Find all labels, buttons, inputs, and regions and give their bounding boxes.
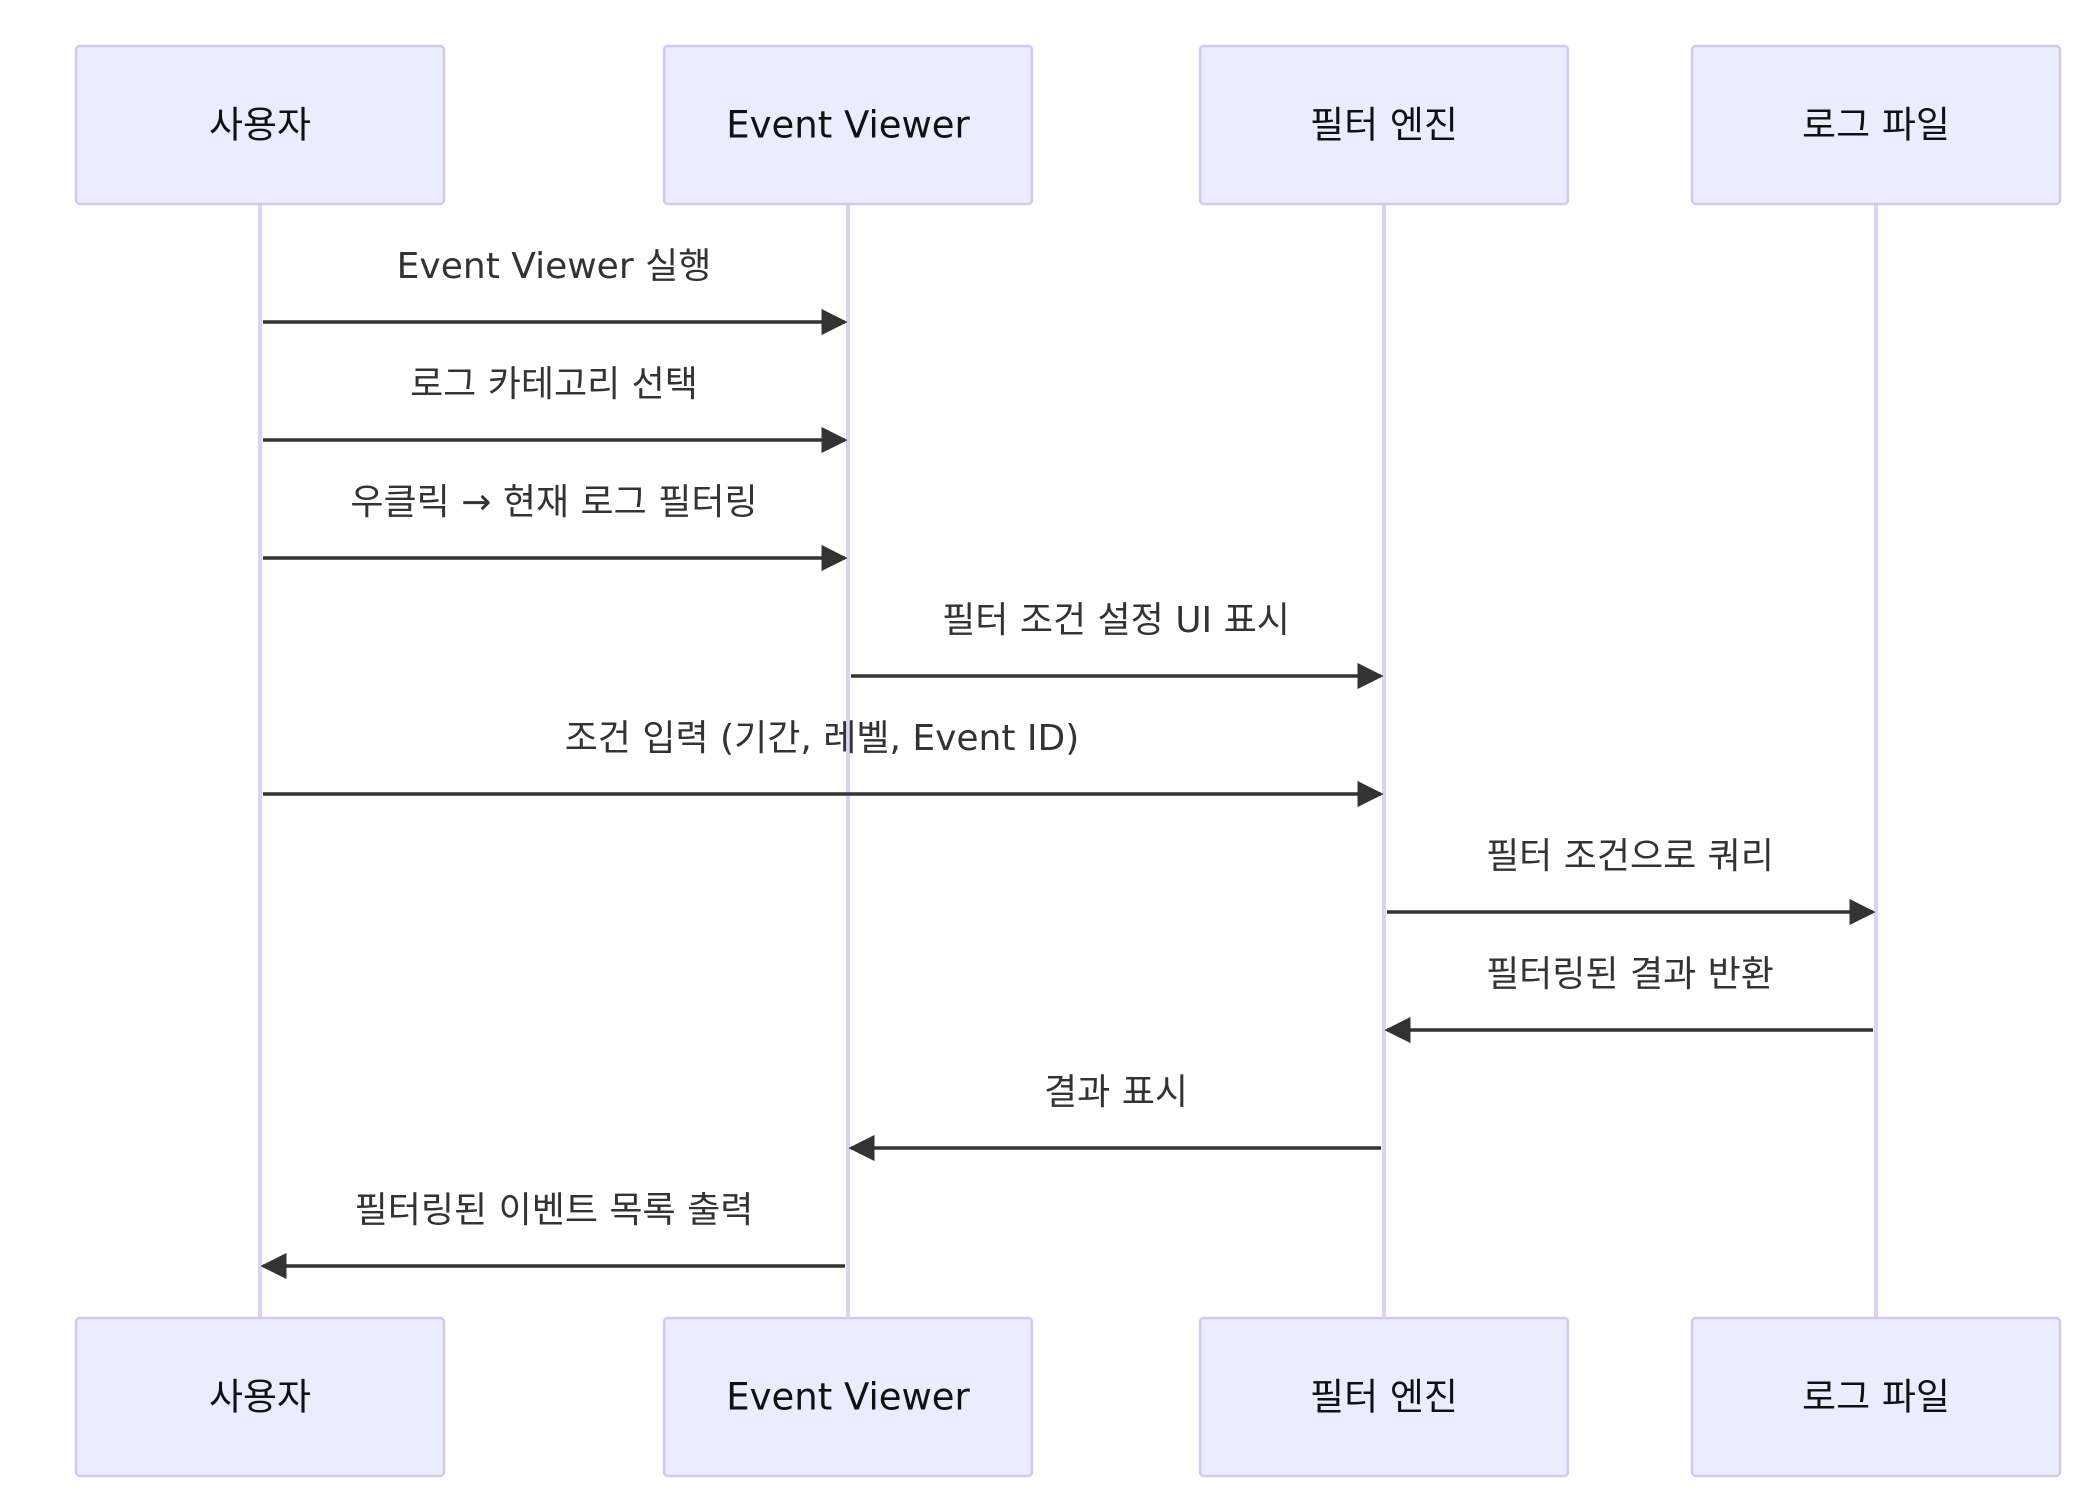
actor-filter-top: 필터 엔진 <box>1198 44 1570 206</box>
actor-box <box>662 44 1034 206</box>
actor-viewer-top: Event Viewer <box>662 44 1034 206</box>
actor-filter-bottom: 필터 엔진 <box>1198 1316 1570 1478</box>
actor-label: 사용자 <box>209 104 311 147</box>
message-label: 결과 표시 <box>1044 1072 1188 1113</box>
message-4: 필터 조건 설정 UI 표시 <box>851 600 1384 690</box>
message-5: 조건 입력 (기간, 레벨, Event ID) <box>263 718 1384 808</box>
actor-log-top: 로그 파일 <box>1690 44 2062 206</box>
message-label: 필터 조건 설정 UI 표시 <box>942 600 1290 641</box>
message-6: 필터 조건으로 쿼리 <box>1387 836 1876 926</box>
actor-viewer-bottom: Event Viewer <box>662 1316 1034 1478</box>
message-8: 결과 표시 <box>848 1072 1381 1162</box>
actor-log-bottom: 로그 파일 <box>1690 1316 2062 1478</box>
message-label: 조건 입력 (기간, 레벨, Event ID) <box>565 718 1080 759</box>
message-9: 필터링된 이벤트 목록 출력 <box>260 1190 845 1280</box>
actor-box <box>74 44 446 206</box>
actor-label: 로그 파일 <box>1802 1376 1950 1419</box>
message-2: 로그 카테고리 선택 <box>263 364 848 454</box>
actor-box <box>662 1316 1034 1478</box>
actors-top: 사용자 Event Viewer 필터 엔진 로그 파일 <box>74 44 2062 206</box>
actor-box <box>74 1316 446 1478</box>
actor-box <box>1198 1316 1570 1478</box>
lifelines <box>258 204 1878 1318</box>
actor-label: 사용자 <box>209 1376 311 1419</box>
actor-label: 필터 엔진 <box>1310 104 1458 147</box>
message-label: 로그 카테고리 선택 <box>410 364 698 405</box>
actors-bottom: 사용자 Event Viewer 필터 엔진 로그 파일 <box>74 1316 2062 1478</box>
message-3: 우클릭 → 현재 로그 필터링 <box>263 482 848 572</box>
actor-box <box>1198 44 1570 206</box>
actor-label: Event Viewer <box>726 1376 970 1419</box>
actor-user-top: 사용자 <box>74 44 446 206</box>
actor-label: 필터 엔진 <box>1310 1376 1458 1419</box>
message-label: 필터링된 결과 반환 <box>1486 954 1774 995</box>
message-label: 우클릭 → 현재 로그 필터링 <box>350 482 757 523</box>
actor-label: Event Viewer <box>726 104 970 147</box>
actor-box <box>1690 44 2062 206</box>
message-7: 필터링된 결과 반환 <box>1384 954 1873 1044</box>
message-label: 필터 조건으로 쿼리 <box>1486 836 1774 877</box>
actor-user-bottom: 사용자 <box>74 1316 446 1478</box>
actor-box <box>1690 1316 2062 1478</box>
actor-label: 로그 파일 <box>1802 104 1950 147</box>
message-1: Event Viewer 실행 <box>263 246 848 336</box>
message-label: 필터링된 이벤트 목록 출력 <box>355 1190 754 1231</box>
message-label: Event Viewer 실행 <box>397 246 712 287</box>
